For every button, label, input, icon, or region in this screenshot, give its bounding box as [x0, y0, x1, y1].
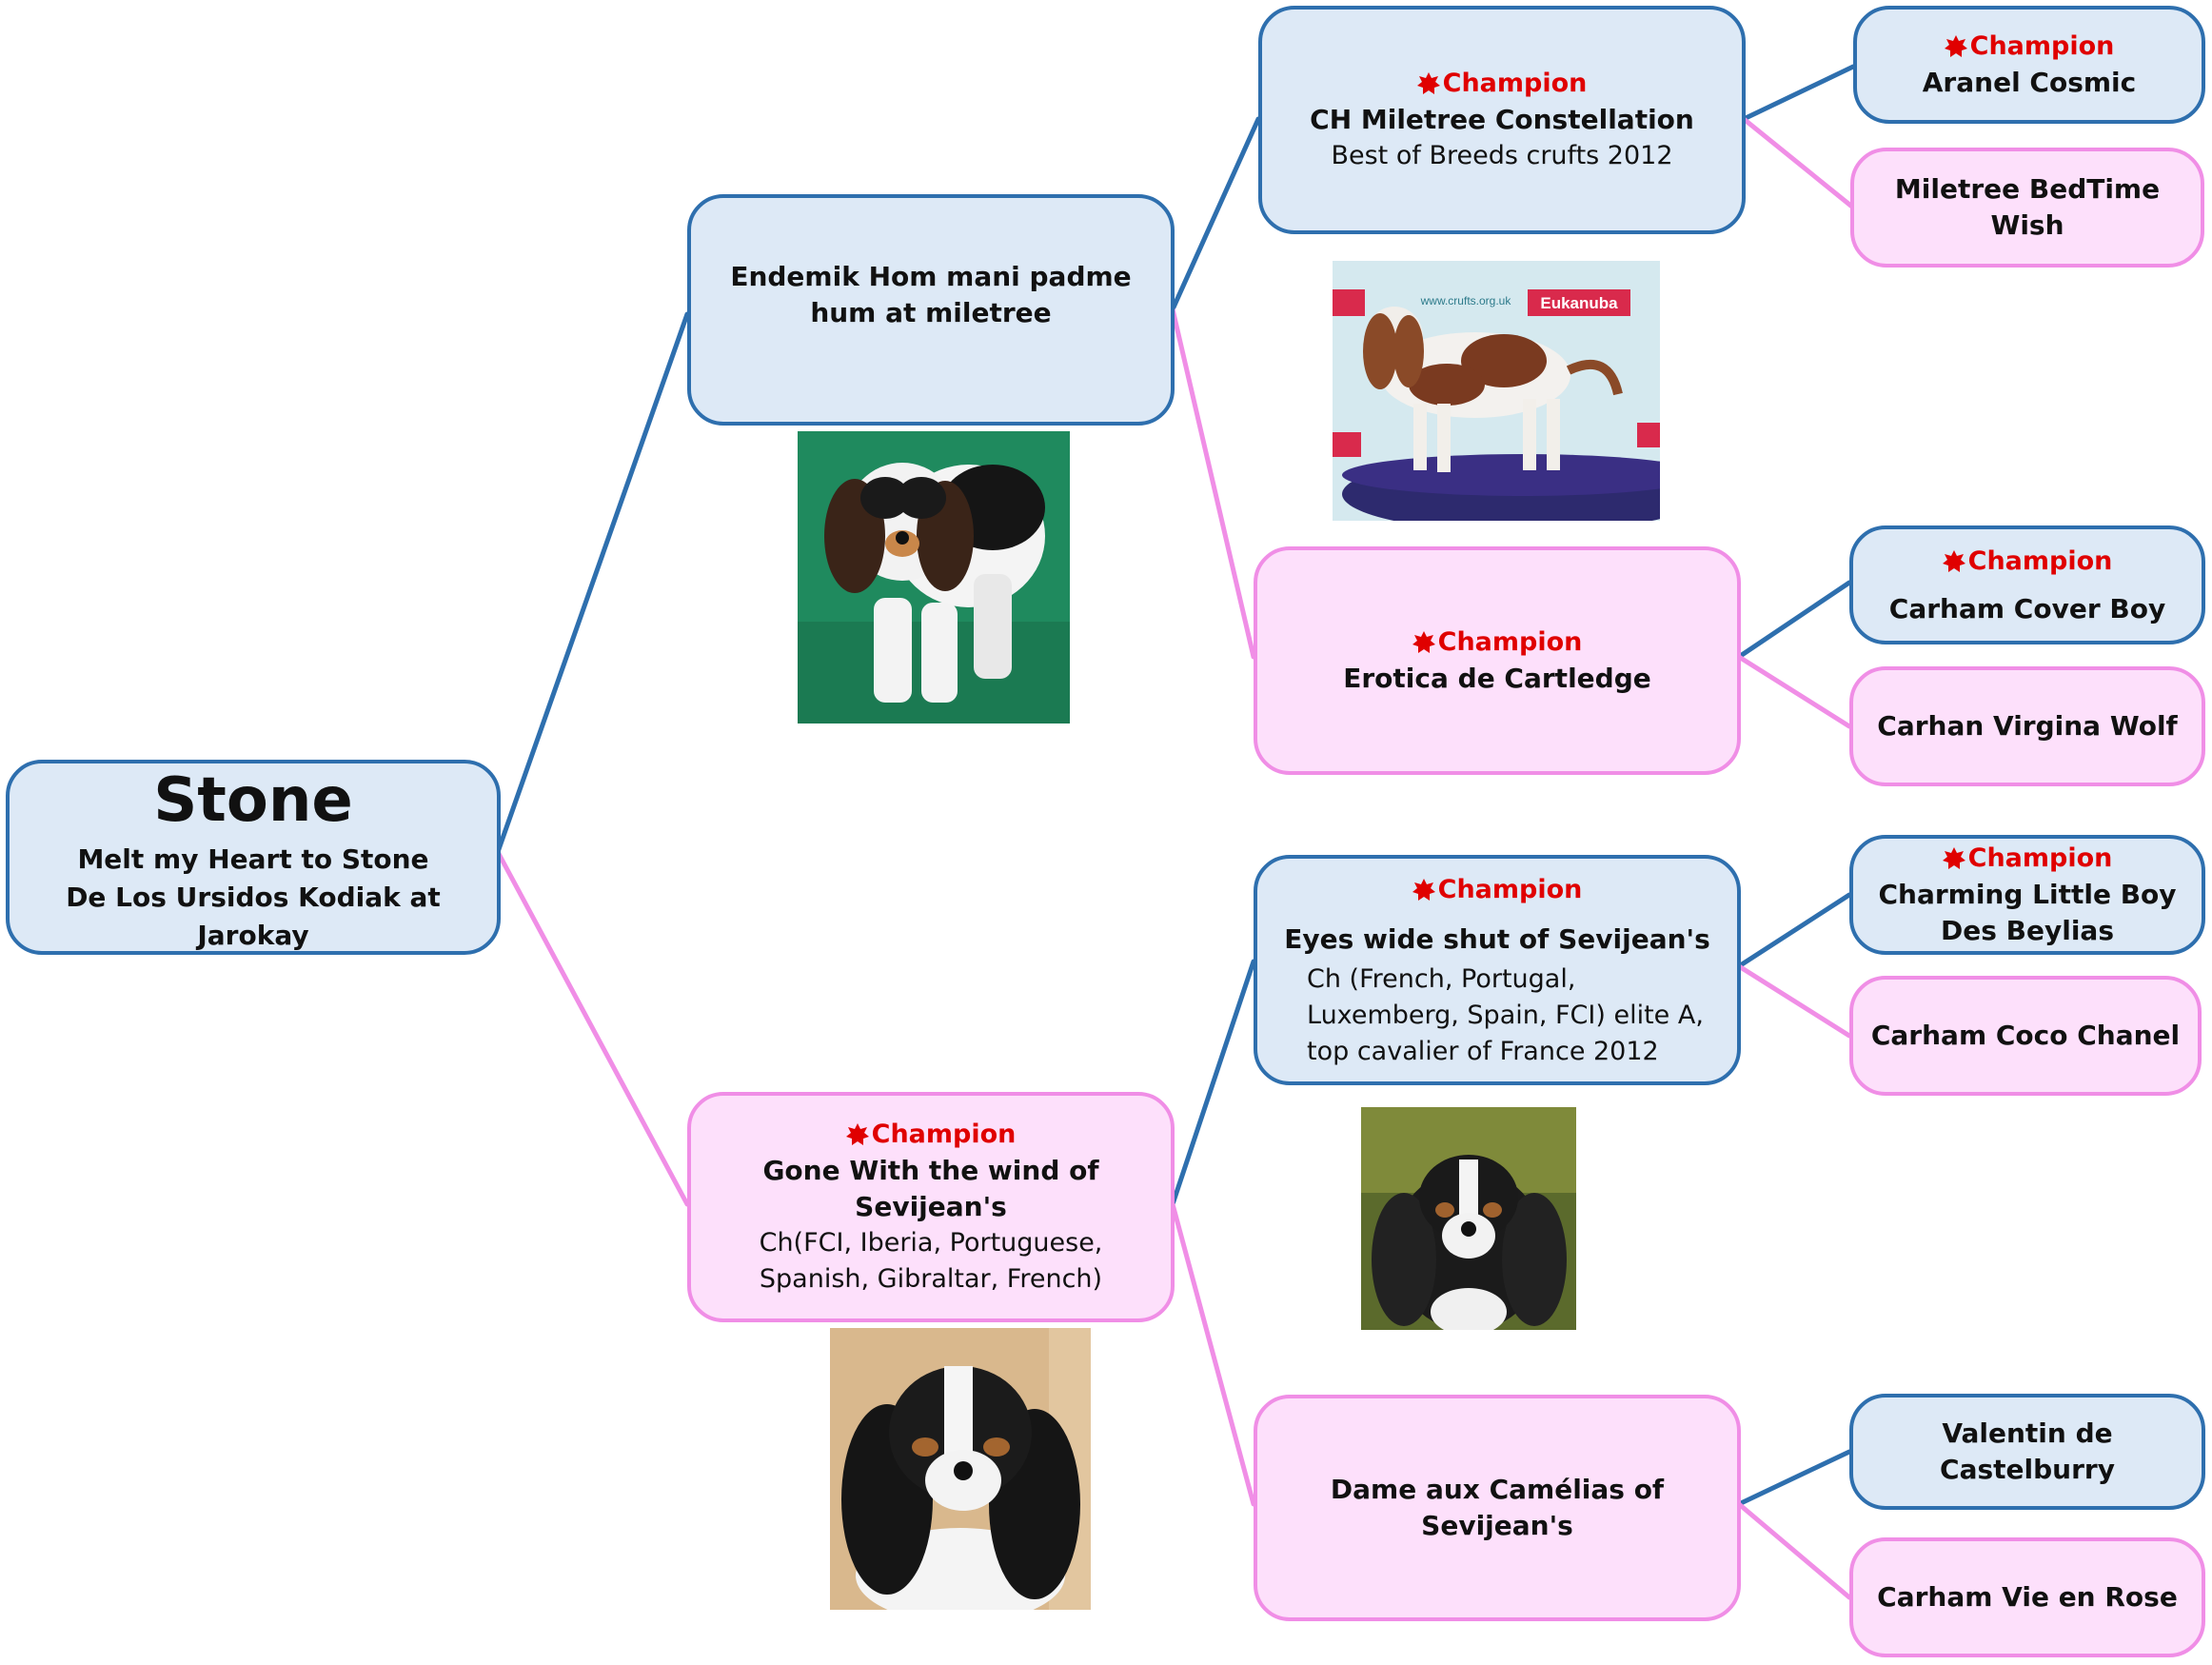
connector-dam-to-dam-sire [1170, 959, 1256, 1207]
sire-node: Endemik Hom mani padme hum at miletree [687, 194, 1175, 426]
connector-sire-to-sire-dam [1170, 307, 1256, 660]
champion-star-icon [1412, 631, 1435, 654]
ggp-5-name: Charming Little Boy Des Beylias [1878, 879, 2177, 946]
connector-sire-sire-to-ggp-2 [1741, 116, 1856, 210]
champion-star-icon [1944, 35, 1967, 58]
connector-sire-sire-to-ggp-1 [1741, 64, 1856, 122]
ggp-node-7: Valentin de Castelburry [1849, 1394, 2205, 1510]
sire-dam-name: Erotica de Cartledge [1343, 663, 1651, 694]
dam-sire-badge-label: Champion [1437, 875, 1583, 904]
dam-champion-badge: Champion [845, 1117, 1017, 1153]
sire-dam-node: Champion Erotica de Cartledge [1254, 546, 1741, 775]
champion-star-icon [1942, 549, 1965, 573]
dam-titles: Ch(FCI, Iberia, Portuguese, Spanish, Gib… [759, 1228, 1103, 1294]
connector-dam-dam-to-ggp-8 [1736, 1501, 1852, 1600]
dam-sire-node: Champion Eyes wide shut of Sevijean's Ch… [1254, 855, 1741, 1085]
champion-star-icon [1412, 879, 1435, 902]
connector-sire-to-sire-sire [1170, 116, 1261, 312]
champion-star-icon [1416, 72, 1440, 95]
sire-dam-champion-badge: Champion [1412, 624, 1583, 661]
connector-root-to-sire [495, 311, 690, 855]
root-dog-call-name: Stone [153, 764, 353, 836]
ggp-node-4: Carhan Virgina Wolf [1849, 666, 2205, 786]
ggp-node-2: Miletree BedTime Wish [1850, 148, 2204, 268]
connector-root-to-dam [495, 849, 690, 1207]
ggp-5-badge-label: Champion [1967, 843, 2113, 873]
dam-sire-titles: Ch (French, Portugal, Luxemberg, Spain, … [1307, 964, 1704, 1066]
dam-photo [830, 1328, 1091, 1610]
connector-dam-sire-to-ggp-5 [1736, 892, 1852, 969]
dam-sire-photo [1361, 1107, 1576, 1330]
connector-sire-dam-to-ggp-3 [1736, 580, 1852, 660]
ggp-8-name: Carham Vie en Rose [1877, 1581, 2178, 1613]
sire-sire-champion-badge: Champion [1416, 66, 1588, 102]
connector-dam-to-dam-dam [1170, 1201, 1256, 1507]
sire-sire-photo: Eukanuba www.crufts.org.uk [1333, 261, 1660, 521]
connector-dam-dam-to-ggp-7 [1736, 1449, 1852, 1507]
sire-sire-badge-label: Champion [1442, 69, 1588, 98]
dam-dam-name: Dame aux Camélias of Sevijean's [1330, 1474, 1665, 1541]
crufts-banner-text: Eukanuba [1540, 294, 1618, 312]
dam-node: Champion Gone With the wind of Sevijean'… [687, 1092, 1175, 1322]
crufts-sign-text: www.crufts.org.uk [1420, 294, 1512, 307]
ggp-node-5: Champion Charming Little Boy Des Beylias [1849, 835, 2205, 955]
ggp-2-name: Miletree BedTime Wish [1894, 173, 2161, 241]
sire-sire-name: CH Miletree Constellation [1310, 104, 1694, 135]
champion-star-icon [1942, 847, 1965, 870]
ggp-3-name: Carham Cover Boy [1888, 592, 2166, 624]
connector-sire-dam-to-ggp-4 [1736, 654, 1852, 729]
ggp-7-name: Valentin de Castelburry [1940, 1417, 2115, 1485]
dam-dam-node: Dame aux Camélias of Sevijean's [1254, 1395, 1741, 1621]
dam-name: Gone With the wind of Sevijean's [762, 1155, 1099, 1222]
root-dog-registered-name: Melt my Heart to Stone De Los Ursidos Ko… [66, 842, 441, 951]
ggp-node-6: Carham Coco Chanel [1849, 976, 2202, 1096]
connector-dam-sire-to-ggp-6 [1736, 963, 1852, 1039]
ggp-5-champion-badge: Champion [1942, 841, 2113, 877]
ggp-4-name: Carhan Virgina Wolf [1877, 710, 2178, 742]
dam-sire-name: Eyes wide shut of Sevijean's [1284, 923, 1710, 955]
dam-badge-label: Champion [871, 1120, 1017, 1149]
sire-dam-badge-label: Champion [1437, 627, 1583, 657]
sire-sire-node: Champion CH Miletree Constellation Best … [1258, 6, 1746, 234]
sire-photo [798, 431, 1070, 723]
ggp-3-champion-badge: Champion [1942, 544, 2113, 580]
dam-sire-champion-badge: Champion [1412, 872, 1583, 908]
ggp-6-name: Carham Coco Chanel [1870, 1020, 2181, 1051]
sire-sire-titles: Best of Breeds crufts 2012 [1331, 141, 1673, 170]
ggp-node-1: Champion Aranel Cosmic [1853, 6, 2205, 124]
ggp-1-name: Aranel Cosmic [1922, 67, 2137, 98]
sire-name: Endemik Hom mani padme hum at miletree [730, 261, 1132, 328]
root-dog-node: Stone Melt my Heart to Stone De Los Ursi… [6, 760, 501, 955]
ggp-3-badge-label: Champion [1967, 545, 2113, 576]
ggp-1-badge-label: Champion [1969, 31, 2115, 61]
ggp-node-8: Carham Vie en Rose [1849, 1537, 2205, 1657]
champion-star-icon [845, 1123, 869, 1146]
ggp-node-3: Champion Carham Cover Boy [1849, 525, 2205, 644]
ggp-1-champion-badge: Champion [1944, 29, 2115, 65]
